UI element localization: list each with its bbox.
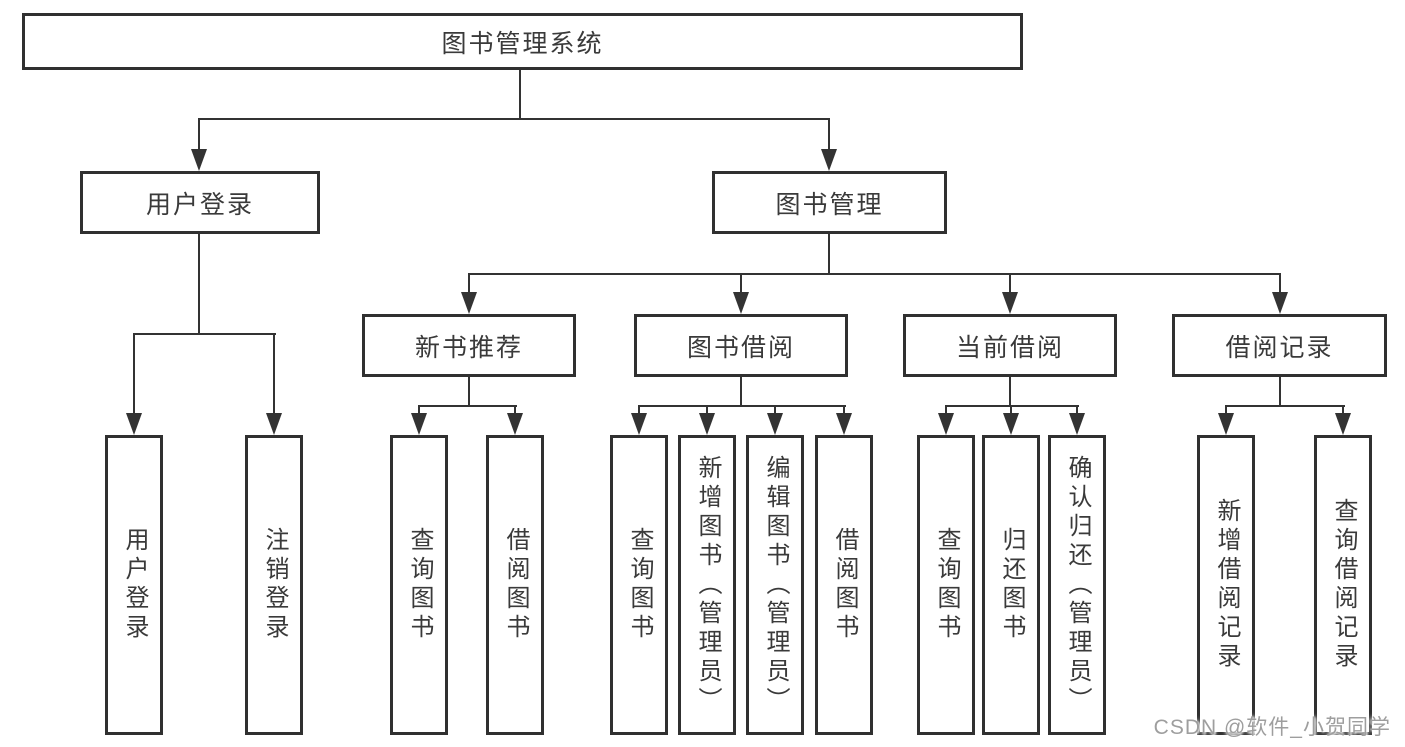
connector-line: [945, 405, 1079, 407]
connector-line: [519, 70, 521, 119]
arrow-down-icon: [836, 413, 852, 435]
arrow-down-icon: [1002, 292, 1018, 314]
arrow-down-icon: [821, 149, 837, 171]
arrow-down-icon: [191, 149, 207, 171]
leaf-logout: 注销登录: [245, 435, 303, 735]
connector-line: [468, 273, 1281, 275]
connector-line: [740, 377, 742, 407]
arrow-down-icon: [699, 413, 715, 435]
connector-line: [1279, 377, 1281, 407]
leaf-user-login: 用户登录: [105, 435, 163, 735]
connector-line: [945, 405, 947, 417]
connector-line: [638, 405, 846, 407]
connector-line: [1225, 405, 1345, 407]
connector-line: [418, 405, 420, 417]
watermark: CSDN @软件_小贺同学: [1153, 716, 1391, 739]
connector-line: [198, 118, 200, 152]
node-book-borrow: 图书借阅: [634, 314, 848, 377]
arrow-down-icon: [411, 413, 427, 435]
arrow-down-icon: [733, 292, 749, 314]
leaf-return-book: 归还图书: [982, 435, 1040, 735]
arrow-down-icon: [1003, 413, 1019, 435]
node-library-system: 图书管理系统: [22, 13, 1023, 70]
connector-line: [828, 118, 830, 152]
arrow-down-icon: [767, 413, 783, 435]
leaf-query-books-1: 查询图书: [390, 435, 448, 735]
arrow-down-icon: [126, 413, 142, 435]
leaf-confirm-return-admin: 确认归还（管理员）: [1048, 435, 1106, 735]
connector-line: [198, 118, 830, 120]
arrow-down-icon: [1069, 413, 1085, 435]
arrow-down-icon: [938, 413, 954, 435]
node-borrow-records: 借阅记录: [1172, 314, 1387, 377]
connector-line: [133, 333, 276, 335]
connector-line: [843, 405, 845, 417]
leaf-add-borrow-record: 新增借阅记录: [1197, 435, 1255, 735]
connector-line: [1225, 405, 1227, 417]
arrow-down-icon: [507, 413, 523, 435]
leaf-query-books-2: 查询图书: [610, 435, 668, 735]
connector-line: [468, 273, 470, 295]
arrow-down-icon: [631, 413, 647, 435]
connector-line: [1342, 405, 1344, 417]
connector-line: [1009, 273, 1011, 295]
connector-line: [828, 234, 830, 275]
node-user-login: 用户登录: [80, 171, 320, 234]
leaf-query-borrow-record: 查询借阅记录: [1314, 435, 1372, 735]
leaf-borrow-books-2: 借阅图书: [815, 435, 873, 735]
connector-line: [638, 405, 640, 417]
arrow-down-icon: [1272, 292, 1288, 314]
arrow-down-icon: [1335, 413, 1351, 435]
connector-line: [740, 273, 742, 295]
node-book-management: 图书管理: [712, 171, 947, 234]
arrow-down-icon: [266, 413, 282, 435]
leaf-edit-book-admin: 编辑图书（管理员）: [746, 435, 804, 735]
connector-line: [1076, 405, 1078, 417]
connector-line: [1010, 405, 1012, 417]
connector-line: [706, 405, 708, 417]
connector-line: [774, 405, 776, 417]
connector-line: [418, 405, 517, 407]
connector-line: [133, 333, 135, 415]
connector-line: [198, 234, 200, 335]
connector-line: [514, 405, 516, 417]
arrow-down-icon: [1218, 413, 1234, 435]
node-current-borrow: 当前借阅: [903, 314, 1117, 377]
arrow-down-icon: [461, 292, 477, 314]
connector-line: [468, 377, 470, 407]
connector-line: [1279, 273, 1281, 295]
connector-line: [1009, 377, 1011, 407]
connector-line: [273, 333, 275, 415]
leaf-borrow-books-1: 借阅图书: [486, 435, 544, 735]
node-new-book-recommend: 新书推荐: [362, 314, 576, 377]
leaf-add-book-admin: 新增图书（管理员）: [678, 435, 736, 735]
leaf-query-books-3: 查询图书: [917, 435, 975, 735]
